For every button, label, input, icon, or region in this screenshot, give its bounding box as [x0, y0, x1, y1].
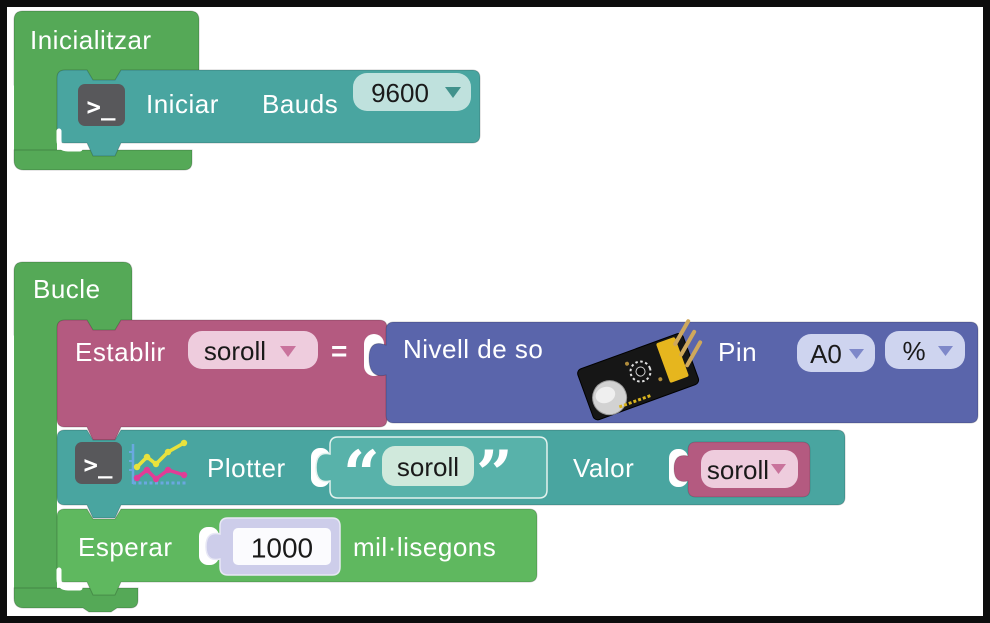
bucle-block[interactable]: Bucle: [13, 261, 139, 613]
terminal-icon: [75, 442, 122, 484]
esperar-number-field[interactable]: [233, 528, 331, 565]
inicialitzar-spine[interactable]: [14, 60, 57, 152]
plotter-block[interactable]: >_ Plotter “ soroll ” Valor: [56, 429, 846, 519]
iniciar-bauds-block[interactable]: >_ Iniciar Bauds 9600: [56, 69, 481, 157]
baud-dropdown[interactable]: [353, 73, 471, 111]
pin-dropdown[interactable]: [797, 334, 875, 372]
establir-variable-value[interactable]: soroll: [204, 336, 266, 366]
chevron-down-icon: [280, 346, 296, 357]
equals-sign: =: [331, 336, 348, 367]
valor-variable-dropdown[interactable]: [701, 450, 798, 488]
inner-corner-highlight: [56, 567, 83, 591]
establir-label: Establir: [75, 337, 166, 367]
chart-icon: [129, 439, 188, 485]
iniciar-label: Iniciar: [146, 89, 219, 119]
sensor-silkscreen-text: [618, 393, 652, 409]
chevron-down-icon: [445, 87, 461, 98]
baud-dropdown-value[interactable]: 9600: [371, 78, 429, 108]
milliseconds-label: mil·lisegons: [353, 532, 496, 562]
pin-label: Pin: [718, 337, 757, 367]
inicialitzar-foot[interactable]: [13, 149, 193, 171]
plotter-string-value[interactable]: soroll: [397, 452, 459, 482]
esperar-block[interactable]: Esperar 1000 mil·lisegons: [56, 508, 538, 596]
bauds-label: Bauds: [262, 89, 338, 119]
terminal-icon-glyph: >_: [87, 93, 116, 121]
bucle-title: Bucle: [33, 274, 101, 304]
bucle-spine[interactable]: [14, 300, 57, 592]
pin-dropdown-value[interactable]: A0: [810, 339, 842, 369]
bucle-foot[interactable]: [13, 587, 139, 613]
chevron-down-icon: [771, 464, 786, 474]
nivell-de-so-block[interactable]: Nivell de so Pin A0 %: [368, 319, 979, 424]
esperar-number-value[interactable]: 1000: [251, 533, 313, 564]
establir-block[interactable]: Establir soroll =: [56, 319, 388, 441]
terminal-icon: [78, 84, 125, 126]
inicialitzar-block[interactable]: Inicialitzar: [13, 10, 200, 171]
chevron-down-icon: [938, 346, 953, 356]
plotter-label: Plotter: [207, 453, 286, 483]
open-quote-icon: “: [343, 437, 380, 512]
plotter-string-field[interactable]: [382, 446, 474, 486]
unit-dropdown[interactable]: [885, 331, 965, 369]
establir-variable-dropdown[interactable]: [188, 331, 318, 369]
inner-corner-highlight: [56, 128, 83, 152]
unit-dropdown-value[interactable]: %: [902, 336, 925, 366]
sensor-pins: [673, 319, 703, 368]
nivell-de-so-label: Nivell de so: [403, 334, 543, 364]
inicialitzar-title: Inicialitzar: [30, 25, 152, 55]
valor-label: Valor: [573, 453, 634, 483]
terminal-icon-glyph: >_: [84, 451, 113, 479]
valor-variable-value[interactable]: soroll: [707, 455, 769, 485]
sensor-potentiometer: [629, 360, 652, 383]
sound-sensor-image: [577, 319, 703, 421]
close-quote-icon: ”: [476, 437, 513, 512]
esperar-label: Esperar: [78, 532, 173, 562]
chevron-down-icon: [849, 349, 864, 359]
